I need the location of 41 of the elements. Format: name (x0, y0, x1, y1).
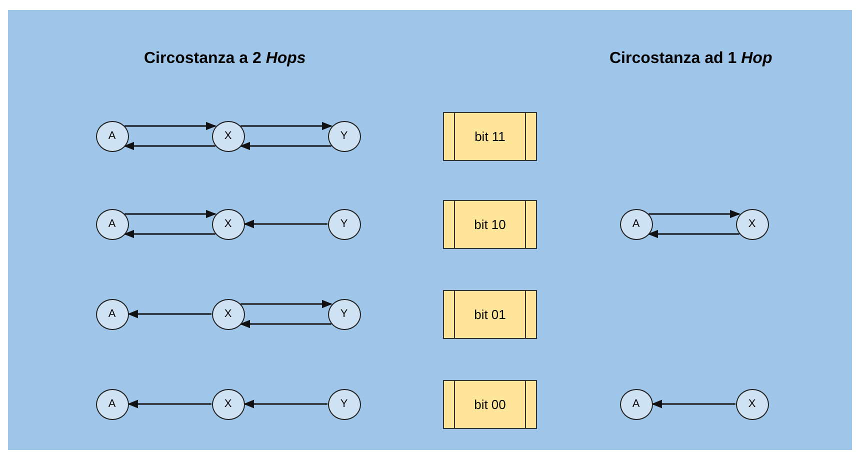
arrow (124, 210, 216, 218)
node-label: A (632, 218, 640, 230)
node-label: X (224, 130, 232, 142)
arrow (240, 320, 332, 328)
process-box (443, 380, 537, 428)
process-box (443, 290, 537, 338)
node-label: A (108, 398, 116, 410)
arrow (124, 122, 216, 130)
arrow (240, 122, 332, 130)
node-label: X (224, 218, 232, 230)
node-label: X (224, 308, 232, 320)
arrow (127, 310, 212, 318)
box-label: bit 01 (474, 306, 506, 322)
node-label: X (748, 398, 756, 410)
process-box (443, 200, 537, 248)
node-label: A (108, 218, 116, 230)
arrow (124, 230, 216, 238)
arrow (651, 400, 736, 408)
node-label: Y (340, 130, 348, 142)
arrow (240, 300, 332, 308)
node-label: A (632, 398, 640, 410)
node-label: X (224, 398, 232, 410)
arrow (243, 220, 328, 228)
arrow (648, 210, 740, 218)
arrow (648, 230, 740, 238)
section-heading: Circostanza a 2 Hops (144, 50, 306, 68)
node-label: Y (340, 218, 348, 230)
node-label: A (108, 308, 116, 320)
box-label: bit 11 (474, 128, 506, 144)
arrow (127, 400, 212, 408)
process-box (443, 112, 537, 160)
arrow (124, 142, 216, 150)
box-label: bit 10 (474, 216, 506, 232)
node-label: Y (340, 308, 348, 320)
node-label: X (748, 218, 756, 230)
arrow (243, 400, 328, 408)
section-heading: Circostanza ad 1 Hop (610, 50, 772, 68)
node-label: A (108, 130, 116, 142)
node-label: Y (340, 398, 348, 410)
box-label: bit 00 (474, 396, 506, 412)
arrow (240, 142, 332, 150)
